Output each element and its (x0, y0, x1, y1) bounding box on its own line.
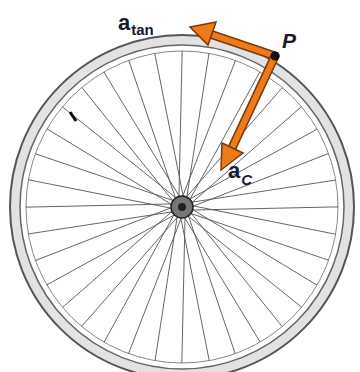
tire (10, 35, 354, 372)
hub (171, 196, 193, 218)
spoke (104, 72, 181, 198)
spokes (26, 51, 338, 363)
spoke (104, 213, 175, 342)
vector-subscript: C (241, 172, 252, 187)
point-p (271, 52, 280, 61)
spoke (187, 53, 209, 199)
spoke (155, 53, 184, 198)
spoke (189, 72, 260, 201)
valve (70, 112, 76, 121)
spoke (190, 180, 336, 202)
spoke (189, 213, 329, 260)
spoke (155, 215, 177, 361)
tangential-acceleration-arrow (190, 22, 275, 56)
spoke (180, 216, 209, 361)
spoke (187, 215, 302, 307)
spoke (63, 210, 174, 307)
spoke (26, 204, 174, 207)
spoke (35, 154, 175, 201)
rim (20, 45, 344, 369)
vector-symbol: a (228, 160, 240, 182)
spoke (35, 207, 173, 260)
spoke (184, 216, 261, 342)
rim-inner (26, 51, 338, 363)
spoke (62, 107, 177, 199)
point-label: P (282, 30, 296, 51)
vector-symbol: a (118, 12, 130, 34)
axle (178, 203, 186, 211)
vector-subscript: tan (131, 22, 154, 37)
centripetal-acceleration-arrow (221, 56, 275, 170)
spoke (191, 205, 336, 234)
